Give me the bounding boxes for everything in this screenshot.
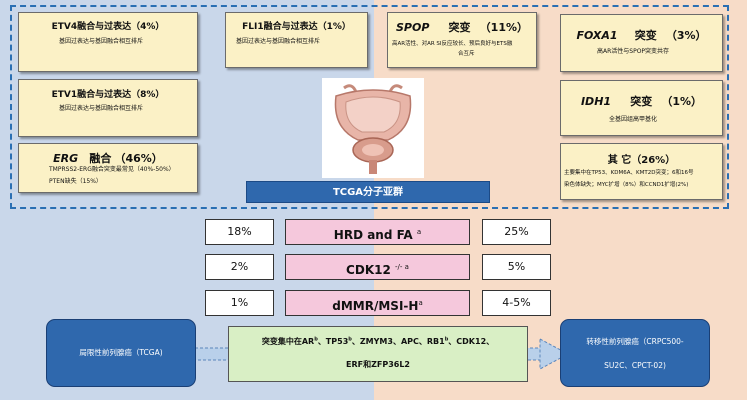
erg-word: 融合 xyxy=(89,152,112,165)
spop-sub2: 合互斥 xyxy=(458,51,475,57)
metastatic-cancer-box: 转移性前列腺癌（CRPC500- SU2C、CPCT-02) xyxy=(560,319,710,387)
idh1-gene: IDH1 xyxy=(580,95,612,108)
localized-cancer-box: 局限性前列腺癌（TCGA) xyxy=(46,319,196,387)
fli1-sub: 基因过表达与基因融合相互排斥 xyxy=(236,38,321,45)
spop-gene: SPOP xyxy=(395,21,430,34)
mut-end: 、CDK12、 xyxy=(448,337,495,346)
mut-sup2: b xyxy=(348,336,352,343)
row3-label: dMMR/MSI-Ha xyxy=(285,290,470,316)
etv4-sub: 基因过表达与基因融合相互排斥 xyxy=(59,38,144,45)
mutation-summary-box: 突变集中在ARb、TP53b、ZMYM3、APC、RB1b、CDK12、 ERF… xyxy=(228,326,528,382)
other-sub2: 染色体缺失；MYC扩增（8%）和CCND1扩增(2%) xyxy=(564,182,689,188)
row3-label-text: dMMR/MSI-H xyxy=(332,299,419,313)
row1-label: HRD and FA a xyxy=(285,219,470,245)
localized-label: 局限性前列腺癌（TCGA) xyxy=(79,348,163,357)
spop-pct: （11%） xyxy=(479,21,529,34)
foxa1-gene: FOXA1 xyxy=(576,29,618,42)
mut-tp53: 、TP53 xyxy=(317,337,349,346)
spop-sub1: 高AR活性、对AR SI反应较长、预后良好与ETS融 xyxy=(392,41,513,47)
row1-right-pct: 25% xyxy=(482,219,551,245)
other-sub1: 主要集中在TP53、KDM6A、KMT2D突变；6和16号 xyxy=(564,170,694,176)
erg-sub1: TMPRSS2-ERG融合突变最常见（40%-50%） xyxy=(49,166,175,173)
row2-sup: -/- a xyxy=(395,263,409,271)
other-box: 其 它（26%） 主要集中在TP53、KDM6A、KMT2D突变；6和16号 染… xyxy=(560,143,723,200)
spop-word: 突变 xyxy=(448,21,471,34)
erg-title: ERG 融合 （46%） xyxy=(19,150,197,166)
spop-box: SPOP 突变 （11%） 高AR活性、对AR SI反应较长、预后良好与ETS融… xyxy=(387,12,537,68)
dashed-group-border xyxy=(10,5,729,209)
erg-sub2: PTEN缺失（15%） xyxy=(49,178,102,185)
other-title: 其 它（26%） xyxy=(607,155,676,166)
etv4-box: ETV4融合与过表达（4%） 基因过表达与基因融合相互排斥 xyxy=(18,12,198,72)
etv1-title: ETV1融合与过表达（8%） xyxy=(51,90,165,100)
row3-left-pct: 1% xyxy=(205,290,274,316)
spop-title: SPOP 突变 （11%） xyxy=(388,19,536,35)
etv4-title: ETV4融合与过表达（4%） xyxy=(51,22,165,32)
foxa1-sub: 高AR活性与SPOP突变共存 xyxy=(597,48,670,55)
idh1-pct: （1%） xyxy=(661,95,703,108)
row1-sup: a xyxy=(416,228,422,236)
fli1-box: FLI1融合与过表达（1%） 基因过表达与基因融合相互排斥 xyxy=(225,12,368,68)
erg-gene: ERG xyxy=(53,152,79,165)
erg-box: ERG 融合 （46%） TMPRSS2-ERG融合突变最常见（40%-50%）… xyxy=(18,143,198,193)
metastatic-label-2: SU2C、CPCT-02) xyxy=(604,361,666,370)
mutation-line1: 突变集中在ARb、TP53b、ZMYM3、APC、RB1b、CDK12、 xyxy=(229,336,527,347)
foxa1-word: 突变 xyxy=(634,29,657,42)
row1-label-text: HRD and FA xyxy=(333,228,413,242)
idh1-word: 突变 xyxy=(630,95,653,108)
row1-left-pct: 18% xyxy=(205,219,274,245)
idh1-box: IDH1 突变 （1%） 全基因组高甲基化 xyxy=(560,80,723,136)
prostate-illustration xyxy=(322,78,424,178)
row2-label: CDK12 -/- a xyxy=(285,254,470,280)
idh1-title: IDH1 突变 （1%） xyxy=(561,93,722,109)
row2-label-text: CDK12 xyxy=(346,263,391,277)
mut-rest: 、ZMYM3、APC、RB1 xyxy=(351,337,445,346)
row2-right-pct: 5% xyxy=(482,254,551,280)
row3-right-pct: 4-5% xyxy=(482,290,551,316)
fli1-title: FLI1融合与过表达（1%） xyxy=(242,22,351,32)
metastatic-label-1: 转移性前列腺癌（CRPC500- xyxy=(586,337,684,346)
mut-sup3: b xyxy=(444,336,449,343)
foxa1-title: FOXA1 突变 （3%） xyxy=(561,27,722,43)
idh1-sub: 全基因组高甲基化 xyxy=(609,116,658,123)
foxa1-box: FOXA1 突变 （3%） 高AR活性与SPOP突变共存 xyxy=(560,14,723,72)
mut-ar: 突变集中在AR xyxy=(261,337,315,346)
mutation-line2: ERF和ZFP36L2 xyxy=(345,360,410,369)
mut-sup1: b xyxy=(314,336,318,343)
tcga-subgroup-label: TCGA分子亚群 xyxy=(246,181,490,203)
etv1-sub: 基因过表达与基因融合相互排斥 xyxy=(59,105,144,112)
etv1-box: ETV1融合与过表达（8%） 基因过表达与基因融合相互排斥 xyxy=(18,79,198,137)
erg-pct: （46%） xyxy=(114,152,163,165)
foxa1-pct: （3%） xyxy=(665,29,707,42)
row3-sup: a xyxy=(418,299,423,307)
row2-left-pct: 2% xyxy=(205,254,274,280)
